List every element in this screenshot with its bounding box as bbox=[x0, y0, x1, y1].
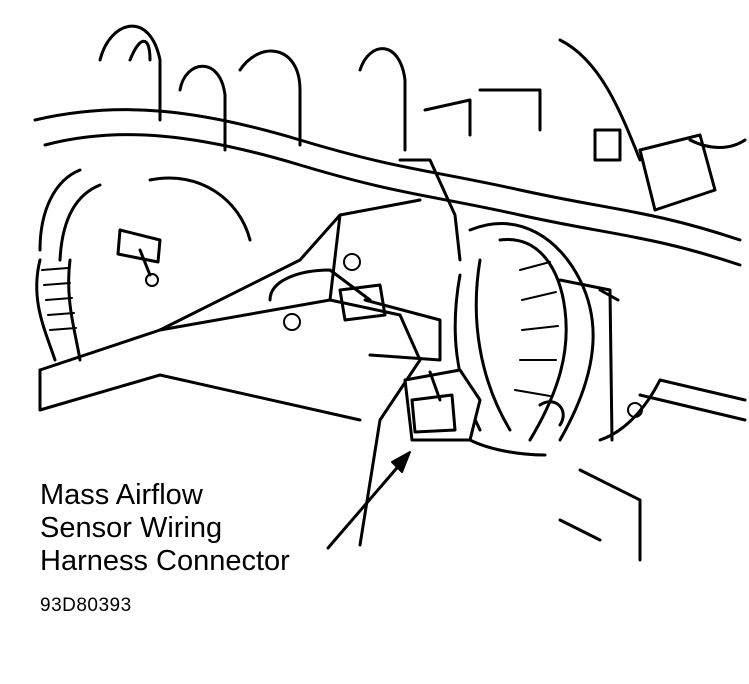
callout-label-line-1: Mass Airflow bbox=[40, 479, 203, 511]
callout-label-line-2: Sensor Wiring bbox=[40, 512, 223, 544]
wiring-harness bbox=[453, 222, 620, 442]
figure-id: 93D80393 bbox=[40, 595, 132, 616]
leader-arrow bbox=[326, 451, 411, 550]
air-intake-housing bbox=[38, 158, 462, 547]
left-hose-assembly bbox=[35, 168, 252, 362]
harness-connector bbox=[403, 368, 547, 457]
callout-label-line-3: Harness Connector bbox=[40, 545, 290, 577]
upper-hoses bbox=[33, 24, 747, 267]
right-lines bbox=[558, 378, 747, 562]
